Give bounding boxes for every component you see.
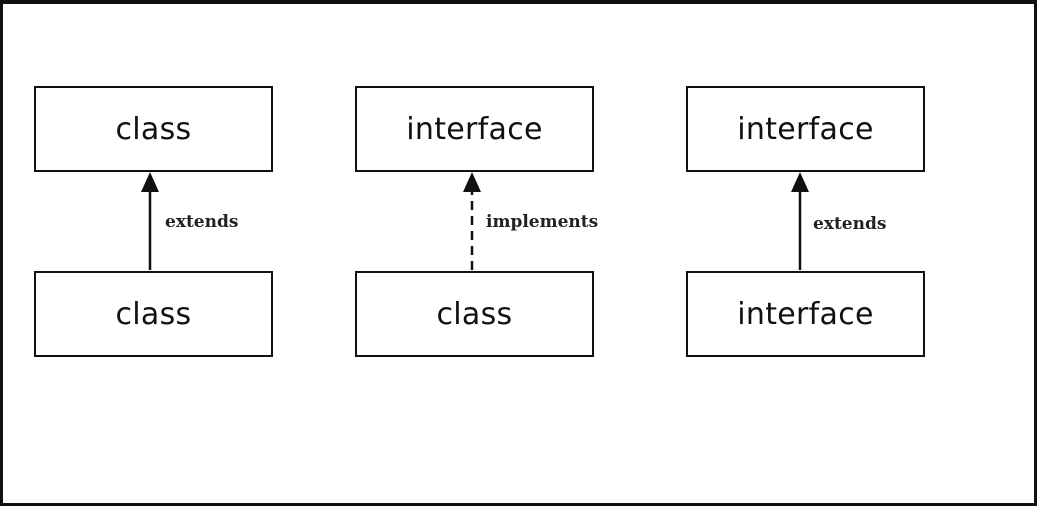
column-3-arrowhead — [791, 172, 809, 192]
column-2-top-label: interface — [406, 111, 543, 147]
column-1-top-box: class — [34, 86, 273, 172]
column-2-relation-label: implements — [486, 212, 599, 232]
column-1-top-label: class — [115, 111, 192, 147]
column-3-bottom-box: interface — [686, 271, 925, 357]
column-2-arrowhead — [463, 172, 481, 192]
column-2-bottom-label: class — [436, 296, 513, 332]
column-1-arrowhead — [141, 172, 159, 192]
column-3-top-label: interface — [737, 111, 874, 147]
column-1-bottom-label: class — [115, 296, 192, 332]
column-3-top-box: interface — [686, 86, 925, 172]
column-3-bottom-label: interface — [737, 296, 874, 332]
column-2-bottom-box: class — [355, 271, 594, 357]
column-1-relation-label: extends — [165, 212, 239, 232]
column-2-top-box: interface — [355, 86, 594, 172]
column-3-relation-label: extends — [813, 214, 887, 234]
column-1-bottom-box: class — [34, 271, 273, 357]
